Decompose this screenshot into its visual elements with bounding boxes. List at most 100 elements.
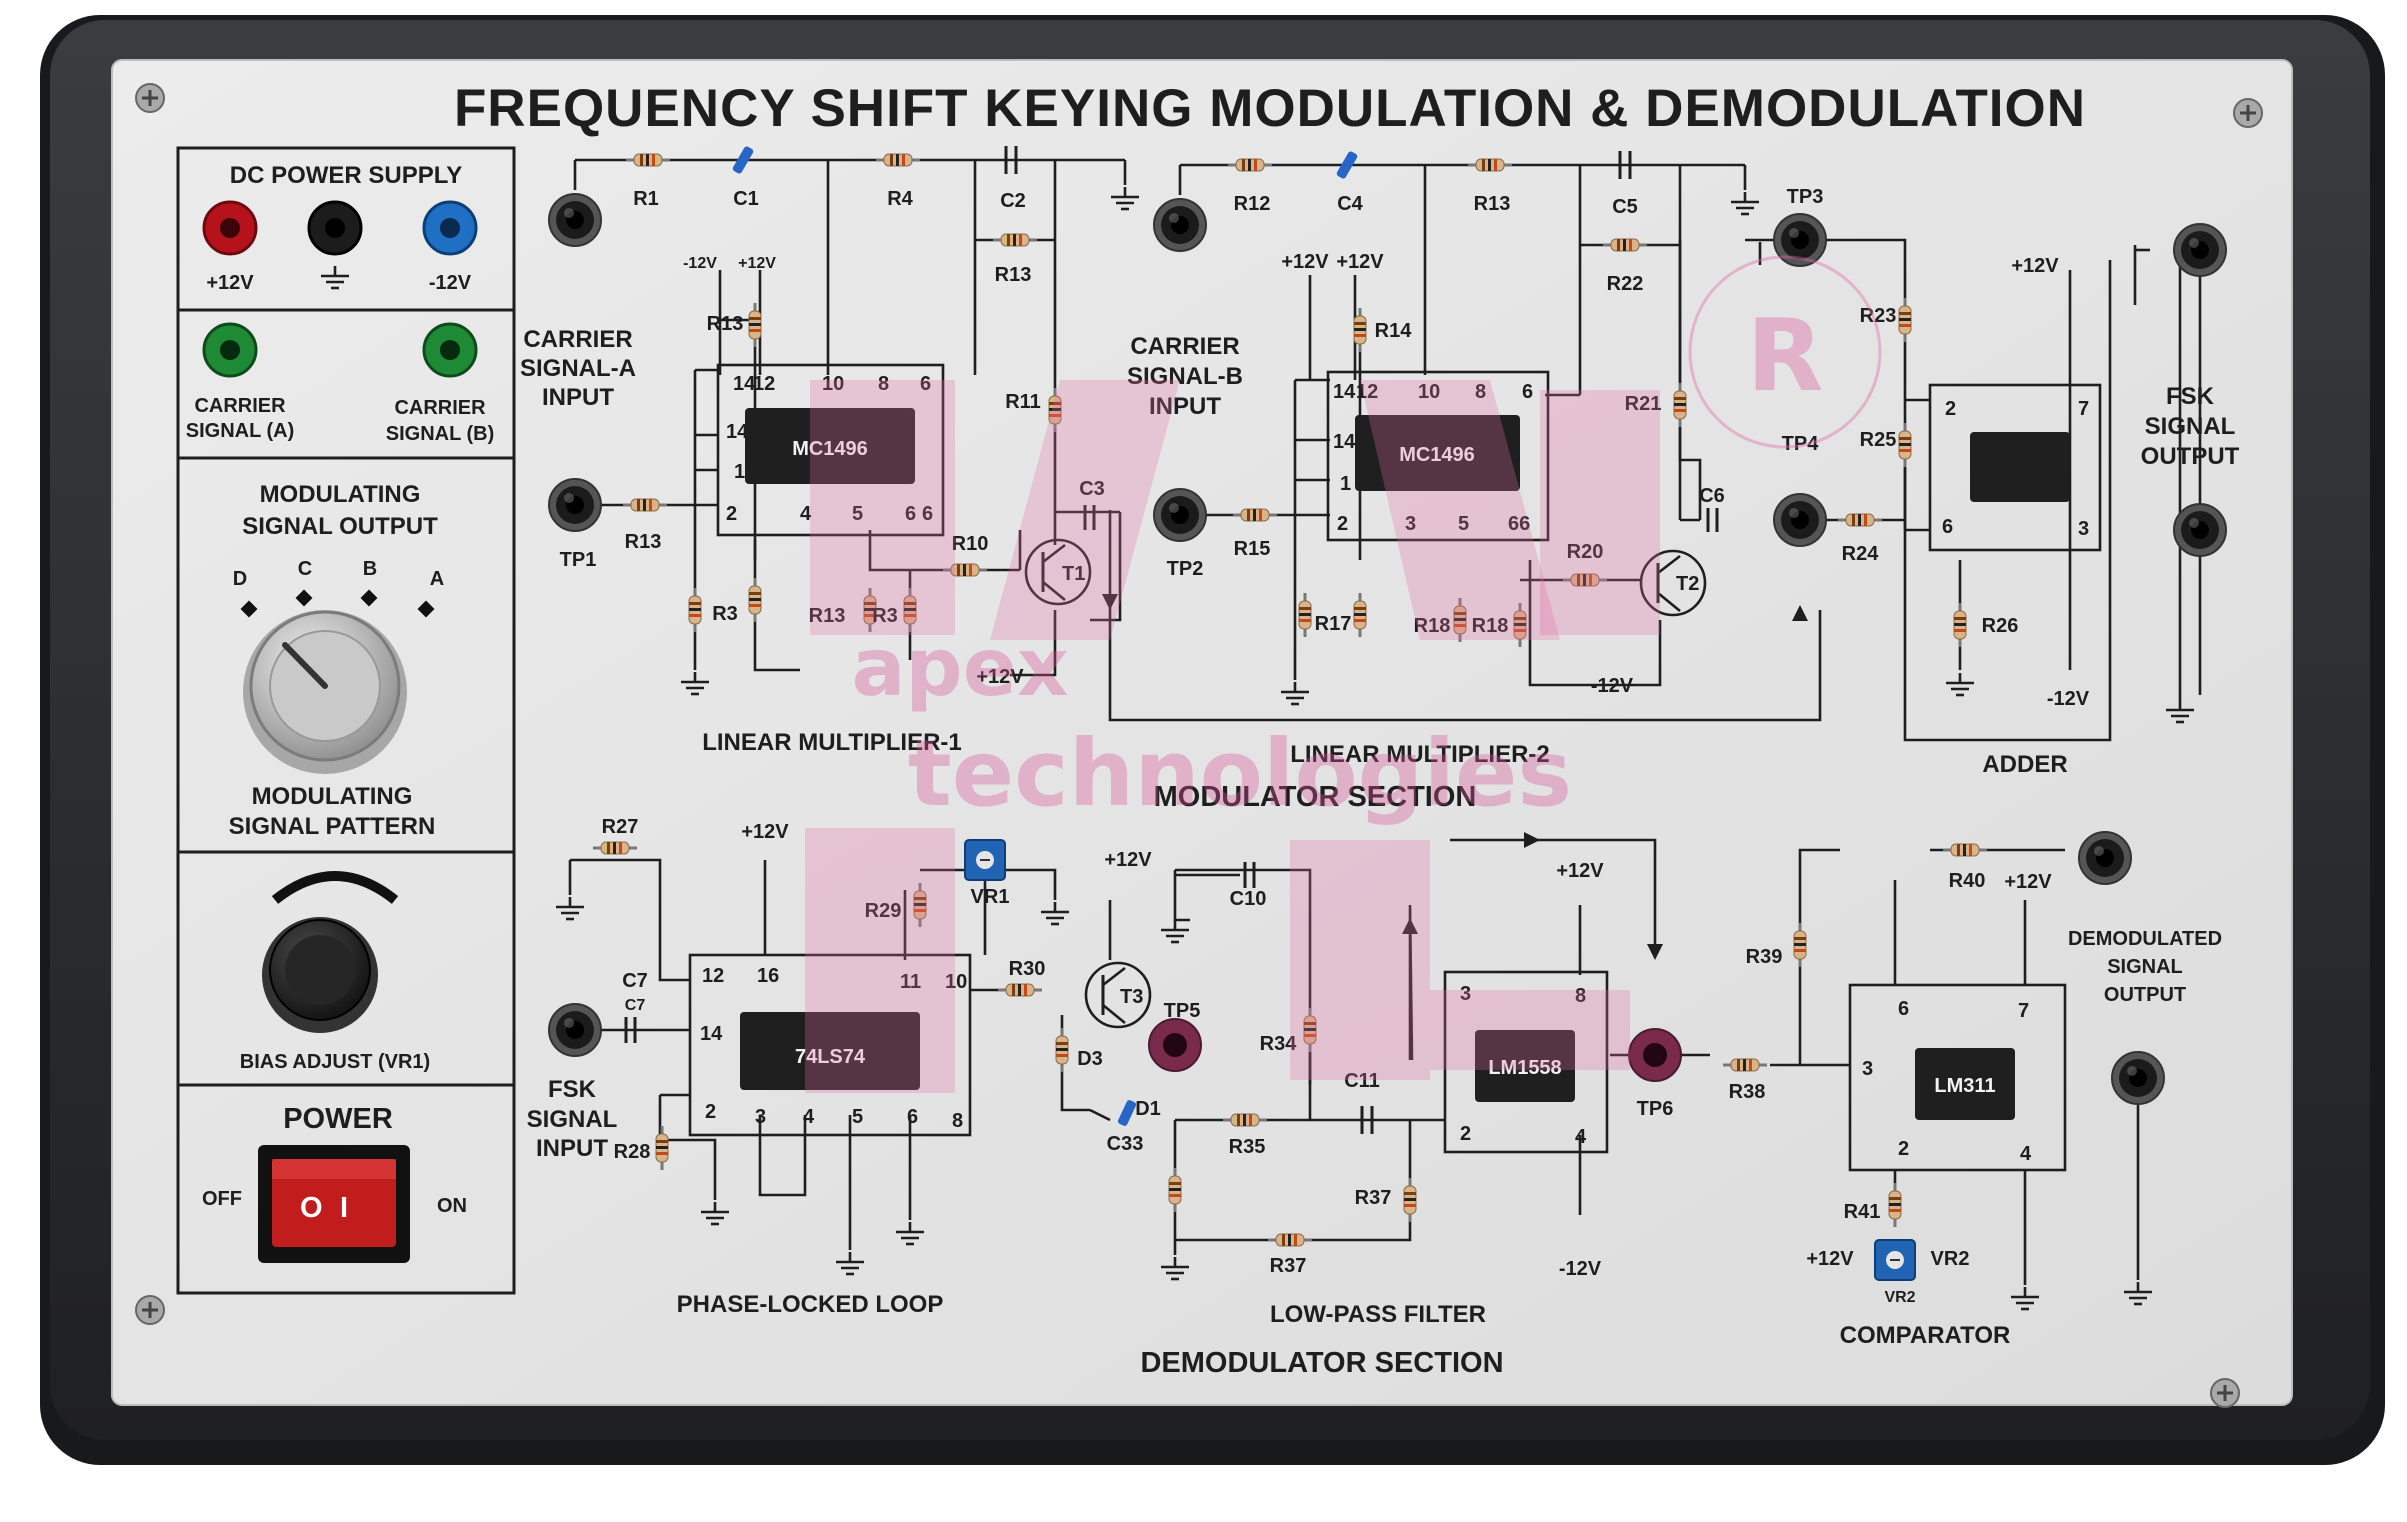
r10-label: R10 <box>952 533 989 555</box>
carrier-a-input-1: CARRIER <box>523 326 632 353</box>
lm2-block <box>1326 370 1550 542</box>
lpf-p12-label: +12V <box>1556 860 1604 882</box>
lm2-p12a-label: +12V <box>1281 251 1329 273</box>
lm1-m12-label: -12V <box>683 255 717 272</box>
tp2-label: TP2 <box>1167 558 1204 580</box>
capacitor-c2 <box>1004 146 1018 174</box>
r35-label: R35 <box>1229 1136 1266 1158</box>
capacitor-c3 <box>1083 505 1096 530</box>
fsk-output-socket-top[interactable] <box>2173 223 2227 277</box>
lpf-title: LOW-PASS FILTER <box>1270 1301 1486 1328</box>
fsk-output-socket-bottom[interactable] <box>2173 503 2227 557</box>
pll-pin-10: 10 <box>945 971 967 993</box>
lpf-pin-2: 2 <box>1460 1123 1471 1145</box>
lm2-pin-14b: 14 <box>1333 431 1356 453</box>
r18-label-b: R18 <box>1472 615 1509 637</box>
knob-position-b: B <box>363 558 377 580</box>
capacitor-c7 <box>624 1017 637 1043</box>
tp6-label: TP6 <box>1637 1098 1674 1120</box>
switch-off-mark: O <box>300 1192 323 1224</box>
board-title: FREQUENCY SHIFT KEYING MODULATION & DEMO… <box>454 79 2086 138</box>
fsk-input-socket[interactable] <box>548 1003 602 1057</box>
t3-p12-label: +12V <box>1104 849 1152 871</box>
watermark-brand-2: technologies <box>908 720 1572 827</box>
comp-pin-6: 6 <box>1898 998 1909 1020</box>
tp5-socket[interactable] <box>1148 1018 1202 1072</box>
r22-label: R22 <box>1607 273 1644 295</box>
comparator-title: COMPARATOR <box>1840 1322 2011 1349</box>
ground-terminal[interactable] <box>307 200 363 256</box>
knob-position-d: D <box>233 568 247 590</box>
tp5-label: TP5 <box>1164 1000 1201 1022</box>
bias-adjust-knob[interactable] <box>262 917 378 1033</box>
r39-label: R39 <box>1746 946 1783 968</box>
lm1-pin-5: 5 <box>852 503 863 525</box>
capacitor-c4 <box>1336 151 1358 179</box>
lm2-pin-8: 8 <box>1475 381 1486 403</box>
r12-label: R12 <box>1234 193 1271 215</box>
lm2-title: LINEAR MULTIPLIER-2 <box>1290 741 1550 768</box>
watermark: R apex technologies <box>805 255 1882 1093</box>
knob-position-a: A <box>430 568 444 590</box>
lm1-block <box>716 363 945 537</box>
carrier-a-input-socket[interactable] <box>548 193 602 247</box>
lm1-pin-6c: 6 <box>922 503 933 525</box>
fsk-output-1: FSK <box>2166 383 2215 410</box>
vr1-trimmer[interactable] <box>964 839 1006 881</box>
tp2-socket[interactable] <box>1153 488 1207 542</box>
minus-12v-terminal[interactable] <box>422 200 478 256</box>
pll-pin-14: 14 <box>700 1023 723 1045</box>
fsk-input-1: FSK <box>548 1076 597 1103</box>
lm1-pin-2: 2 <box>726 503 737 525</box>
lpf-block <box>1443 970 1609 1154</box>
screw-bottom-right-icon <box>2209 1377 2241 1409</box>
c6-label: C6 <box>1699 485 1725 507</box>
tp6-socket[interactable] <box>1628 1028 1682 1082</box>
r1-label: R1 <box>633 188 659 210</box>
demod-output-socket-top[interactable] <box>2078 831 2132 885</box>
plus-12v-terminal[interactable] <box>202 200 258 256</box>
power-switch[interactable]: O I <box>258 1145 410 1263</box>
left-panel: DC POWER SUPPLY +12V -12V CARRIER SIGNAL… <box>176 146 516 1295</box>
modulating-output-label-1: MODULATING <box>260 481 421 508</box>
adder-pin-3: 3 <box>2078 518 2089 540</box>
pll-ic-label: 74LS74 <box>795 1046 866 1068</box>
carrier-a-input-2: SIGNAL-A <box>520 355 636 382</box>
lm2-pin-6: 6 <box>1522 381 1533 403</box>
vr2-label: VR2 <box>1931 1248 1970 1270</box>
r28-label: R28 <box>614 1141 651 1163</box>
fsk-input-2: SIGNAL <box>527 1106 618 1133</box>
lm1-pin-8: 8 <box>878 373 889 395</box>
power-label: POWER <box>283 1103 393 1135</box>
arrow-up-lpf-icon <box>1402 918 1418 934</box>
vr2-trimmer[interactable] <box>1874 1239 1916 1281</box>
pattern-selector-knob[interactable] <box>243 610 407 774</box>
demod-output-socket-bottom[interactable] <box>2111 1051 2165 1105</box>
power-off-label: OFF <box>202 1188 242 1210</box>
comp-ic-label: LM311 <box>1934 1075 1995 1097</box>
modulator-section-title: MODULATOR SECTION <box>1154 781 1477 813</box>
capacitor-c33 <box>1117 1100 1137 1126</box>
comp-pin-4: 4 <box>2020 1143 2032 1165</box>
pll-pin-11: 11 <box>900 971 921 993</box>
carrier-b-input-socket[interactable] <box>1153 198 1207 252</box>
c2-label: C2 <box>1000 190 1026 212</box>
tp1-socket[interactable] <box>548 478 602 532</box>
adder-p12-label: +12V <box>2011 255 2059 277</box>
r13-label-d: R13 <box>625 531 662 553</box>
carrier-a-terminal[interactable] <box>202 322 258 378</box>
carrier-b-terminal[interactable] <box>422 322 478 378</box>
pll-pin-3: 3 <box>755 1106 766 1128</box>
tp4-socket[interactable] <box>1773 493 1827 547</box>
r41-label: R41 <box>1844 1201 1881 1223</box>
r26-label: R26 <box>1982 615 2019 637</box>
r13-label-b: R13 <box>707 313 744 335</box>
lm2-pin-66: 66 <box>1508 513 1530 535</box>
carrier-a-label-1: CARRIER <box>194 395 286 417</box>
screw-top-right-icon <box>2232 97 2264 129</box>
bias-adjust-label: BIAS ADJUST (VR1) <box>240 1051 430 1073</box>
c7-label-a: C7 <box>622 970 648 992</box>
modulating-output-label-2: SIGNAL OUTPUT <box>242 513 438 540</box>
r24-label: R24 <box>1842 543 1880 565</box>
